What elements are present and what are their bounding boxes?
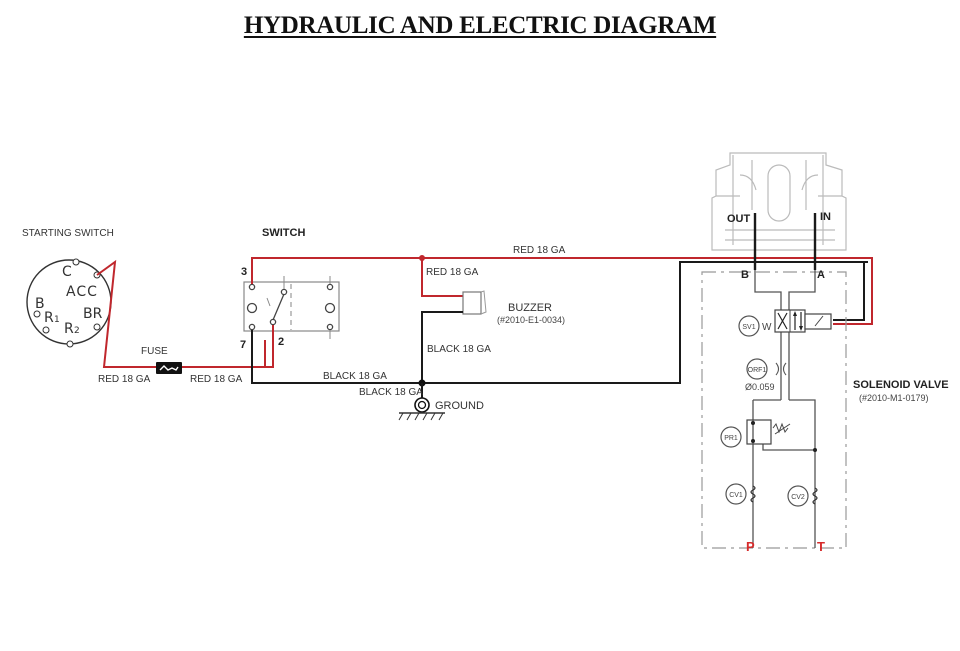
valve-block-outline: [701, 271, 847, 549]
starting-switch: C ACC B R 1 R 2 BR: [26, 258, 112, 348]
wire-label-black-ground: BLACK 18 GA: [359, 387, 423, 398]
terminal-c-label: C: [62, 264, 72, 280]
terminal-r2: [66, 340, 74, 348]
starting-switch-label: STARTING SWITCH: [22, 228, 114, 239]
port-a-label: A: [817, 269, 825, 281]
pump-outline: [711, 152, 847, 251]
wire-label-red-top: RED 18 GA: [513, 245, 566, 256]
sv1-tag: [738, 315, 760, 337]
terminal-r1: [42, 326, 50, 334]
switch-pin-7: 7: [240, 339, 246, 351]
cv2-tag: [787, 485, 809, 507]
solenoid-valve-label: SOLENOID VALVE: [853, 379, 949, 391]
diagram-title: HYDRAULIC AND ELECTRIC DIAGRAM: [0, 12, 960, 40]
pump-in-label: IN: [820, 211, 831, 223]
ground-icon: [398, 397, 445, 421]
fuse-icon: [156, 362, 182, 374]
diagram-title-text: HYDRAULIC AND ELECTRIC DIAGRAM: [243, 12, 717, 39]
terminal-br-label: BR: [83, 306, 103, 322]
wire-red-top: [251, 257, 868, 284]
terminal-c: [72, 258, 80, 266]
terminal-b: [33, 310, 41, 318]
switch-label: SWITCH: [262, 227, 305, 239]
pr1-tag: [720, 426, 742, 448]
terminal-r1-label: R: [44, 310, 54, 326]
pressure-relief-valve-pr1: [746, 419, 791, 445]
buzzer-icon: [462, 290, 487, 315]
sv1-spring-label: W: [762, 322, 772, 333]
wire-red-pin2: [265, 325, 274, 368]
cv1-label: CV1: [729, 492, 743, 499]
wire-label-red-buzzer: RED 18 GA: [426, 267, 479, 278]
ground-label: GROUND: [435, 400, 484, 412]
port-p-label: P: [746, 539, 755, 554]
wire-red-start-to-fuse: [96, 259, 159, 368]
junction-valve: [813, 448, 817, 452]
terminal-r2-sub: 2: [74, 326, 80, 336]
buzzer-part-number: (#2010-E1-0034): [497, 315, 565, 325]
wire-black-solenoid: [833, 262, 865, 321]
terminal-b-label: B: [35, 296, 45, 312]
terminal-r1-sub: 1: [54, 315, 60, 325]
buzzer-label: BUZZER: [508, 302, 552, 314]
switch-pin-2: 2: [278, 336, 284, 348]
solenoid-valve-sv1: [774, 309, 832, 333]
wire-black-bottom: [251, 261, 868, 384]
port-t-label: T: [817, 539, 825, 554]
check-valve-cv2-icon: [812, 487, 818, 505]
wire-label-red-fuse-switch: RED 18 GA: [190, 374, 243, 385]
cv2-label: CV2: [791, 494, 805, 501]
fuse-label: FUSE: [141, 346, 168, 357]
terminal-r2-label: R: [64, 321, 74, 337]
wire-label-red-start-fuse: RED 18 GA: [98, 374, 151, 385]
solenoid-valve-part-number: (#2010-M1-0179): [859, 393, 929, 403]
wire-label-black-buzzer: BLACK 18 GA: [427, 344, 491, 355]
switch-pin-3: 3: [241, 266, 247, 278]
sv1-label: SV1: [742, 324, 755, 331]
pr1-label: PR1: [724, 435, 738, 442]
terminal-br: [93, 323, 101, 331]
orifice-size: Ø0.059: [745, 382, 775, 392]
terminal-acc-label: ACC: [66, 284, 98, 300]
orf1-label: ORF1: [748, 367, 767, 374]
wire-red-buzzer: [421, 258, 463, 297]
wire-red-solenoid: [833, 257, 873, 325]
cv1-tag: [725, 483, 747, 505]
pump-out-label: OUT: [727, 213, 751, 225]
orifice-icon: [775, 362, 787, 376]
check-valve-cv1-icon: [750, 485, 756, 503]
wire-label-black-bottom: BLACK 18 GA: [323, 371, 387, 382]
wire-black-buzzer: [421, 311, 463, 383]
rocker-switch: [243, 276, 340, 339]
orf1-tag: [746, 358, 768, 380]
port-b-label: B: [741, 269, 749, 281]
